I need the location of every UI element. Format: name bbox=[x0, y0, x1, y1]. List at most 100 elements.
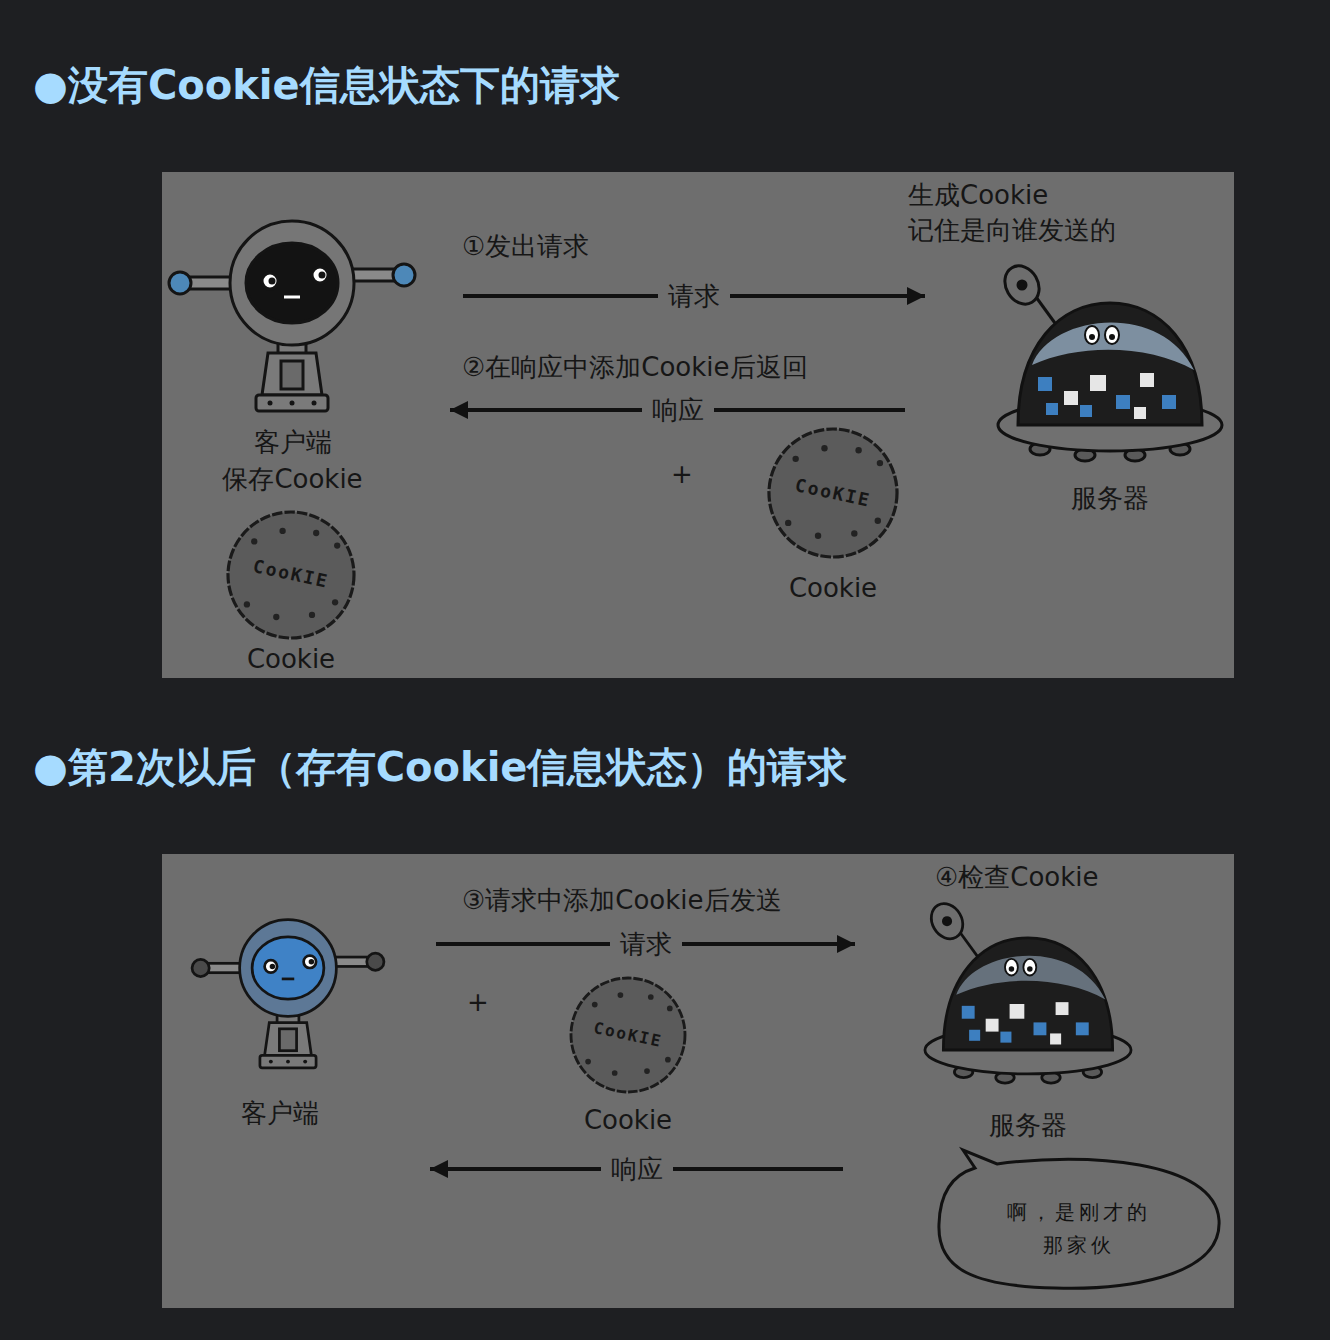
server-robot-part bbox=[1005, 959, 1018, 976]
cookie-picture-part bbox=[769, 429, 897, 557]
step-label: ②在响应中添加Cookie后返回 bbox=[462, 352, 808, 382]
connector-label: 请求 bbox=[610, 929, 682, 959]
cookie-picture-part bbox=[585, 1059, 591, 1065]
connector-label: 响应 bbox=[642, 395, 714, 425]
client-robot-part bbox=[260, 1055, 316, 1067]
node-caption: Cookie bbox=[247, 644, 335, 674]
client-robot-part bbox=[282, 978, 294, 981]
client-robot-part bbox=[269, 278, 276, 285]
cookie-picture-part bbox=[644, 1068, 650, 1074]
step-label: ④检查Cookie bbox=[935, 862, 1099, 892]
client-robot-part bbox=[309, 959, 314, 964]
client-robot-part bbox=[279, 1029, 296, 1051]
server-robot-part bbox=[986, 1019, 999, 1032]
client-robot-part bbox=[268, 401, 273, 406]
server-robot-part bbox=[1085, 326, 1099, 344]
server-robot-part bbox=[956, 956, 1105, 1000]
cookie: CooKIECookie bbox=[566, 975, 690, 1137]
cookie-picture-part bbox=[665, 1057, 671, 1063]
server-robot-part bbox=[1050, 1033, 1061, 1044]
server-robot-part bbox=[1009, 966, 1015, 972]
cookie-picture-part bbox=[875, 518, 881, 524]
client-robot-part bbox=[265, 1023, 312, 1056]
panel: ●没有Cookie信息状态下的请求客户端 保存CookieCooKIECooki… bbox=[162, 172, 1234, 678]
server-robot-part bbox=[1140, 373, 1154, 387]
cookie-picture-part bbox=[877, 460, 883, 466]
bubble-outline bbox=[939, 1150, 1219, 1288]
server-robot bbox=[925, 898, 1131, 1083]
node-caption: 客户端 保存Cookie bbox=[208, 424, 378, 498]
server-robot-part bbox=[1109, 334, 1115, 340]
server-robot-part bbox=[1023, 959, 1036, 976]
server-robot-part bbox=[1046, 403, 1058, 415]
step-label: ①发出请求 bbox=[462, 231, 589, 261]
cookie-picture-part bbox=[815, 532, 821, 538]
step-label: ③请求中添加Cookie后发送 bbox=[462, 885, 782, 915]
client-robot-part bbox=[262, 353, 322, 395]
server-robot-part bbox=[962, 1006, 975, 1019]
server-robot-part bbox=[1034, 1022, 1047, 1035]
client-robot-part bbox=[230, 221, 354, 345]
node-caption: Cookie bbox=[584, 1105, 672, 1135]
client-robot-part bbox=[192, 959, 209, 976]
cookie-picture-part bbox=[251, 538, 257, 544]
cookie-picture-part bbox=[612, 1070, 618, 1076]
server-robot-part bbox=[1010, 1004, 1025, 1019]
cookie-picture-part bbox=[279, 528, 285, 534]
client-robot-part bbox=[303, 1060, 307, 1064]
cookie-picture-part bbox=[313, 530, 319, 536]
client-robot-part bbox=[252, 937, 324, 999]
client-robot-part bbox=[284, 296, 300, 299]
client-robot-part bbox=[269, 1060, 273, 1064]
server-robot: 服务器 bbox=[995, 250, 1225, 520]
section-heading: ●第2次以后（存有Cookie信息状态）的请求 bbox=[33, 742, 848, 792]
client-robot-part bbox=[270, 964, 275, 969]
cookie-picture-part bbox=[851, 530, 857, 536]
server-robot-part bbox=[1080, 405, 1092, 417]
client-robot-part bbox=[290, 401, 295, 406]
cookie-picture-part bbox=[334, 542, 340, 548]
node-caption: 啊，是刚才的 那家伙 bbox=[999, 1196, 1159, 1262]
section-heading: ●没有Cookie信息状态下的请求 bbox=[33, 60, 620, 110]
server-robot: 服务器 bbox=[925, 900, 1130, 1187]
cookie: CooKIECookie bbox=[222, 508, 360, 676]
speech-bubble: 啊，是刚才的 那家伙 bbox=[935, 1160, 1223, 1290]
client-robot-part bbox=[281, 361, 303, 389]
cookie-picture-part bbox=[332, 599, 338, 605]
server-robot-part bbox=[1056, 1002, 1069, 1015]
node-caption: 服务器 bbox=[1071, 483, 1149, 513]
server-robot-part bbox=[969, 1030, 980, 1041]
cookie: CooKIECookie bbox=[765, 425, 901, 605]
bubble-outline bbox=[935, 1160, 1223, 1290]
cookie-lettering: CooKIE bbox=[792, 470, 874, 515]
server-robot-part bbox=[1090, 375, 1106, 391]
server-robot-part bbox=[1134, 407, 1146, 419]
client-robot-part bbox=[265, 960, 277, 972]
server-robot-part bbox=[1162, 395, 1176, 409]
connector-label: 请求 bbox=[658, 281, 730, 311]
server-robot-part bbox=[1018, 303, 1202, 425]
client-robot: 客户端 保存Cookie bbox=[170, 222, 415, 512]
node-caption: 客户端 bbox=[241, 1098, 319, 1128]
server-robot bbox=[998, 260, 1222, 461]
node-caption: 服务器 bbox=[989, 1110, 1067, 1140]
server-robot-part bbox=[1064, 391, 1078, 405]
server-robot-part bbox=[1089, 334, 1095, 340]
cookie-picture-part bbox=[667, 1006, 673, 1012]
cookie-picture-part bbox=[592, 1002, 598, 1008]
client-robot-part bbox=[240, 920, 337, 1017]
server-robot-part bbox=[998, 260, 1046, 311]
client-robot-part bbox=[312, 401, 317, 406]
panel-ground bbox=[162, 854, 1234, 1308]
server-robot-part bbox=[943, 918, 950, 925]
cookie-picture-part bbox=[792, 456, 798, 462]
server-robot-part bbox=[1076, 1022, 1089, 1035]
cookie-picture-part bbox=[273, 614, 279, 620]
client-robot-part bbox=[319, 272, 326, 279]
cookie-picture-part bbox=[244, 601, 250, 607]
client-robot bbox=[169, 221, 415, 411]
client-robot-part bbox=[393, 264, 415, 286]
cookie-picture-part bbox=[648, 994, 654, 1000]
